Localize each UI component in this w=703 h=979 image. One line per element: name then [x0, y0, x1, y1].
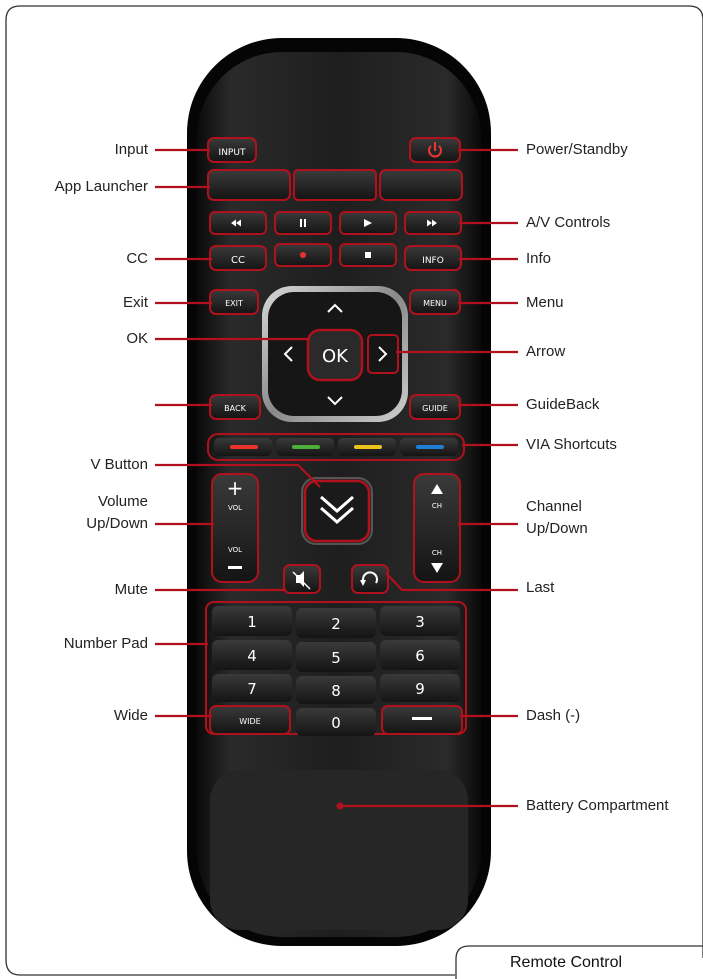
- channel-down-label: CH: [432, 549, 442, 557]
- callout-lines: [155, 148, 518, 808]
- fast-forward-icon: [427, 219, 437, 227]
- label-ok: OK: [126, 330, 148, 347]
- key-8: 8: [331, 682, 341, 700]
- via-shortcuts[interactable]: [207, 433, 465, 461]
- pause-icon: [300, 219, 306, 227]
- exit-button[interactable]: EXIT: [209, 289, 259, 315]
- label-last: Last: [526, 579, 555, 596]
- mute-icon: [292, 571, 311, 590]
- label-via-shortcuts: VIA Shortcuts: [526, 436, 617, 453]
- key-4: 4: [247, 647, 257, 665]
- exit-button-label: EXIT: [225, 299, 243, 308]
- info-button-label: INFO: [422, 256, 444, 266]
- key-0: 0: [331, 714, 341, 732]
- back-button-label: BACK: [224, 404, 246, 413]
- vizio-v-icon: [320, 495, 354, 524]
- label-dash: Dash (-): [526, 707, 581, 724]
- label-guide-back: GuideBack: [526, 396, 600, 413]
- cc-button-label: CC: [231, 255, 245, 266]
- label-info: Info: [526, 250, 552, 267]
- last-button[interactable]: [351, 564, 389, 594]
- callout-last: [385, 572, 518, 592]
- label-battery: Battery Compartment: [526, 797, 669, 814]
- channel-up-label: CH: [432, 502, 442, 510]
- av-controls[interactable]: [209, 211, 462, 235]
- label-wide: Wide: [113, 707, 148, 724]
- label-menu: Menu: [526, 294, 564, 311]
- dash-icon: [412, 717, 432, 720]
- volume-down-icon: [228, 566, 242, 569]
- label-number-pad: Number Pad: [63, 635, 148, 652]
- label-mute: Mute: [114, 581, 148, 598]
- power-button[interactable]: [409, 137, 461, 163]
- via-blue-key: [416, 445, 444, 449]
- info-button[interactable]: INFO: [404, 245, 462, 271]
- label-channel: Channel Up/Down: [526, 498, 588, 537]
- via-red-key: [230, 445, 258, 449]
- key-2: 2: [331, 615, 341, 633]
- left-arrow-icon: [283, 346, 293, 362]
- footer-tab: [455, 945, 703, 979]
- wide-button[interactable]: WIDE: [209, 705, 291, 735]
- channel-up-icon: [431, 484, 443, 494]
- dash-button[interactable]: [381, 705, 463, 735]
- number-pad[interactable]: 1 2 3 4 5 6 7 8 9 0: [205, 601, 467, 736]
- play-icon: [364, 219, 372, 227]
- right-arrow-icon: [378, 346, 388, 362]
- channel-rocker[interactable]: CH CH: [413, 473, 461, 583]
- key-3: 3: [415, 613, 425, 631]
- footer-title: Remote Control: [510, 954, 623, 971]
- label-cc: CC: [126, 250, 148, 267]
- stop-button[interactable]: [339, 243, 397, 267]
- label-v-button: V Button: [90, 456, 148, 473]
- key-6: 6: [415, 647, 425, 665]
- back-button[interactable]: BACK: [209, 394, 261, 420]
- record-button[interactable]: [274, 243, 332, 267]
- label-exit: Exit: [122, 294, 148, 311]
- input-button-label: INPUT: [219, 148, 246, 158]
- input-button[interactable]: INPUT: [207, 137, 257, 163]
- key-1: 1: [247, 613, 257, 631]
- down-arrow-icon: [327, 396, 343, 406]
- key-9: 9: [415, 680, 425, 698]
- label-av-controls: A/V Controls: [526, 214, 611, 231]
- volume-up-label: VOL: [228, 504, 242, 512]
- v-button[interactable]: [301, 477, 373, 545]
- power-icon: [428, 142, 442, 158]
- channel-down-icon: [431, 563, 443, 573]
- label-volume: Volume Up/Down: [86, 493, 148, 532]
- label-app-launcher: App Launcher: [54, 178, 148, 195]
- cc-button[interactable]: CC: [209, 245, 267, 271]
- wide-button-label: WIDE: [239, 717, 260, 726]
- battery-compartment-cover: [210, 770, 468, 930]
- label-arrow: Arrow: [526, 343, 566, 360]
- last-channel-icon: [360, 571, 378, 586]
- menu-button-label: MENU: [423, 299, 447, 308]
- callout-v-button: [155, 463, 321, 488]
- ok-button[interactable]: OK: [306, 328, 364, 382]
- via-green-key: [292, 445, 320, 449]
- guide-button-label: GUIDE: [422, 404, 448, 413]
- stop-icon: [365, 252, 371, 258]
- menu-button[interactable]: MENU: [409, 289, 461, 315]
- guide-button[interactable]: GUIDE: [409, 394, 461, 420]
- right-arrow-button[interactable]: [367, 334, 399, 374]
- rewind-icon: [231, 219, 241, 227]
- up-arrow-icon: [327, 303, 343, 313]
- via-yellow-key: [354, 445, 382, 449]
- volume-rocker[interactable]: + VOL VOL: [211, 473, 259, 583]
- ok-button-label: OK: [322, 346, 349, 367]
- key-5: 5: [331, 649, 341, 667]
- mute-button[interactable]: [283, 564, 321, 594]
- label-input: Input: [114, 141, 148, 158]
- label-power: Power/Standby: [526, 141, 628, 158]
- record-icon: [300, 252, 306, 258]
- volume-up-icon: +: [227, 476, 244, 500]
- key-7: 7: [247, 680, 257, 698]
- battery-callout-dot: [336, 802, 344, 810]
- app-launcher-buttons[interactable]: [207, 169, 463, 201]
- volume-down-label: VOL: [228, 546, 242, 554]
